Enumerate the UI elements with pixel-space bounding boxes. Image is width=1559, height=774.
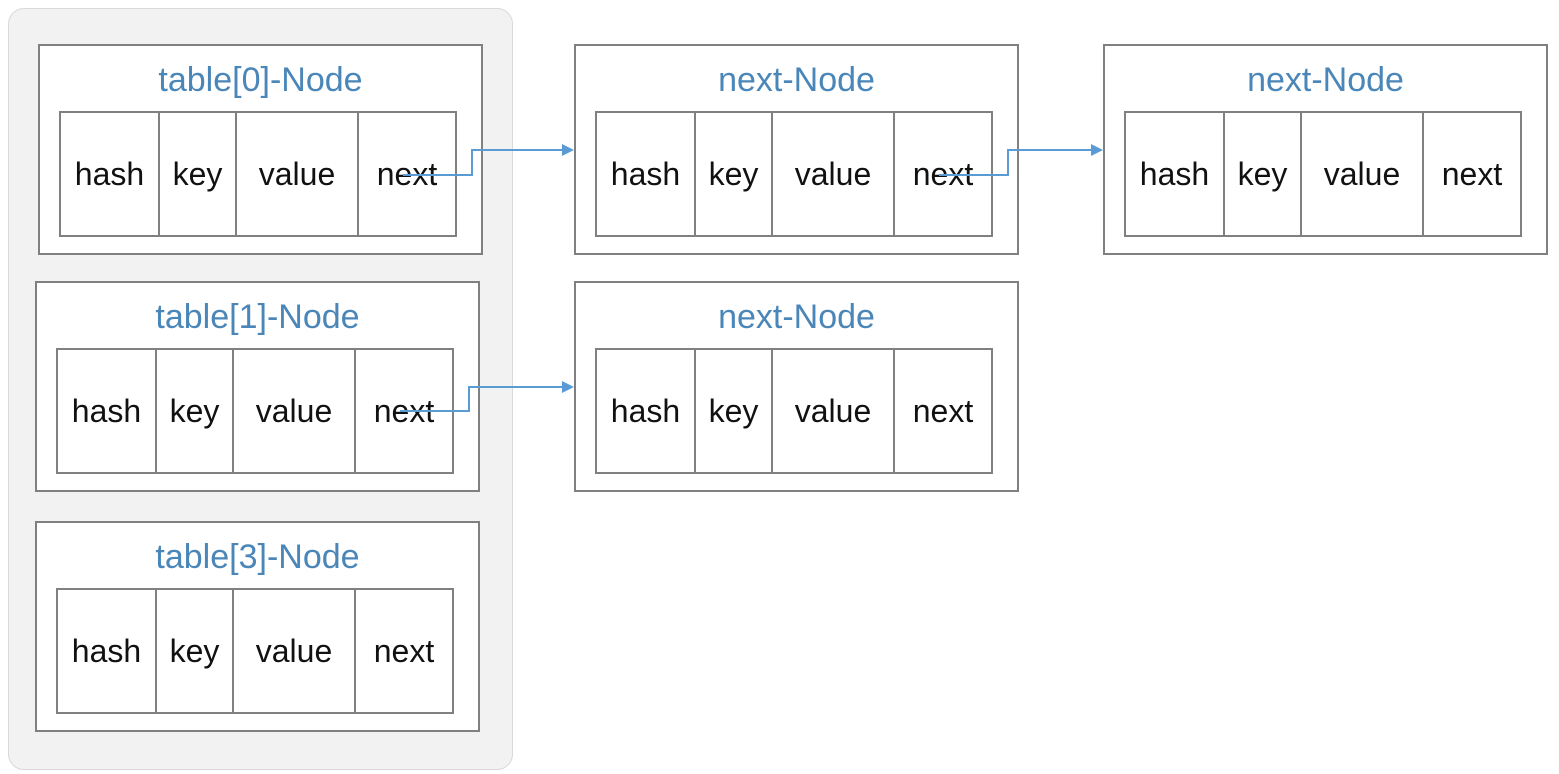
field-hash: hash — [58, 590, 157, 712]
node-table0: table[0]-Node hash key value next — [38, 44, 483, 255]
field-hash: hash — [58, 350, 157, 472]
field-value: value — [1302, 113, 1424, 235]
field-value: value — [773, 350, 895, 472]
field-key: key — [157, 590, 234, 712]
field-value: value — [234, 590, 356, 712]
field-hash: hash — [597, 350, 696, 472]
node-fields: hash key value next — [1124, 111, 1522, 237]
field-next: next — [376, 155, 438, 192]
field-key: key — [157, 350, 234, 472]
node-title: next-Node — [718, 298, 875, 336]
node-fields: hash key value next — [59, 111, 457, 237]
field-key: key — [160, 113, 237, 235]
node-fields: hash key value next — [56, 588, 454, 714]
field-next: next — [912, 155, 974, 192]
node-table1: table[1]-Node hash key value next — [35, 281, 480, 492]
node-title: table[1]-Node — [155, 298, 360, 336]
field-next: next — [912, 392, 974, 429]
node-next-b: next-Node hash key value next — [1103, 44, 1548, 255]
node-title: next-Node — [1247, 61, 1404, 99]
field-hash: hash — [1126, 113, 1225, 235]
node-fields: hash key value next — [595, 111, 993, 237]
field-hash: hash — [597, 113, 696, 235]
field-next: next — [373, 392, 435, 429]
field-value: value — [234, 350, 356, 472]
node-title: table[0]-Node — [158, 61, 363, 99]
field-value: value — [773, 113, 895, 235]
field-key: key — [696, 113, 773, 235]
field-key: key — [1225, 113, 1302, 235]
field-next: next — [1441, 155, 1503, 192]
field-next: next — [373, 632, 435, 669]
node-next-a: next-Node hash key value next — [574, 44, 1019, 255]
node-fields: hash key value next — [56, 348, 454, 474]
field-hash: hash — [61, 113, 160, 235]
node-next-c: next-Node hash key value next — [574, 281, 1019, 492]
node-title: table[3]-Node — [155, 538, 360, 576]
node-table3: table[3]-Node hash key value next — [35, 521, 480, 732]
node-title: next-Node — [718, 61, 875, 99]
node-fields: hash key value next — [595, 348, 993, 474]
field-value: value — [237, 113, 359, 235]
field-key: key — [696, 350, 773, 472]
